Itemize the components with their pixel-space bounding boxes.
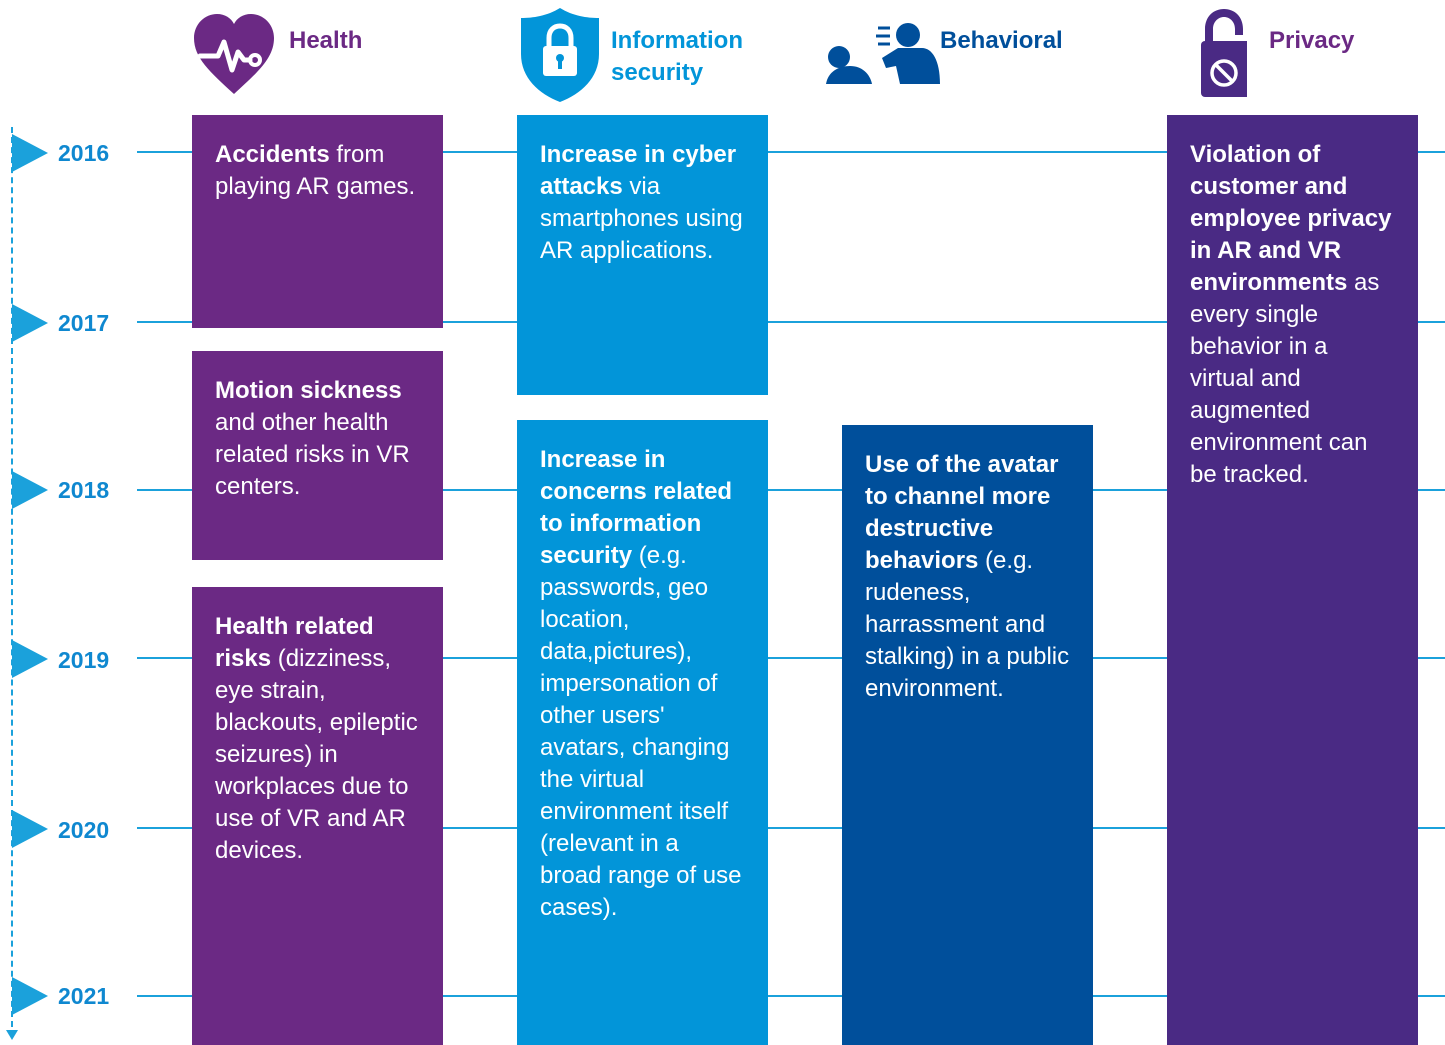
card-highlight: Use of the avatar to channel more destru… [865, 451, 1059, 574]
card-text: (dizziness, eye strain, blackouts, epile… [215, 645, 418, 864]
year-label-2021: 2021 [58, 983, 110, 1009]
card-text: (e.g. passwords, geo location, data,pict… [540, 542, 742, 921]
year-marker-icon [12, 977, 48, 1015]
health-risk-card: Accidents from playing AR games. [192, 115, 443, 328]
card-highlight: Accidents [215, 141, 330, 168]
year-label-2019: 2019 [58, 647, 110, 673]
year-marker-icon [12, 134, 48, 172]
year-line-2019 [137, 657, 1445, 659]
year-line-2018 [137, 489, 1445, 491]
health-risk-card: Health related risks (dizziness, eye str… [192, 587, 443, 1045]
year-marker-icon [12, 304, 48, 342]
card-highlight: Violation of customer and employee priva… [1190, 141, 1392, 296]
timeline-axis [11, 127, 13, 1027]
security-risk-card: Increase in cyber attacks via smartphone… [517, 115, 768, 395]
card-highlight: Health related risks [215, 613, 374, 672]
year-line-2021 [137, 995, 1445, 997]
year-line-2017 [137, 321, 1445, 323]
year-line-2020 [137, 827, 1445, 829]
card-text: and other health related risks in VR cen… [215, 409, 410, 500]
security-risk-card: Increase in concerns related to informat… [517, 420, 768, 1045]
card-text: (e.g. rudeness, harrassment and stalking… [865, 547, 1070, 702]
year-label-2018: 2018 [58, 477, 110, 503]
health-risk-card: Motion sickness and other health related… [192, 351, 443, 560]
year-label-2020: 2020 [58, 817, 110, 843]
timeline-arrow-icon [6, 1030, 18, 1040]
year-label-2017: 2017 [58, 310, 110, 336]
behavioral-risk-card: Use of the avatar to channel more destru… [842, 425, 1093, 1045]
shield-lock-icon [521, 8, 599, 102]
card-highlight: Increase in concerns related to informat… [540, 446, 733, 569]
card-text: via smartphones using AR applications. [540, 173, 743, 264]
year-marker-icon [12, 471, 48, 509]
privacy-risk-card: Violation of customer and employee priva… [1167, 115, 1418, 1045]
year-label-2016: 2016 [58, 140, 110, 166]
card-text: from playing AR games. [215, 141, 416, 200]
people-shouting-icon [826, 23, 940, 84]
card-text: as every single behavior in a virtual an… [1190, 269, 1380, 488]
card-highlight: Increase in cyber attacks [540, 141, 737, 200]
year-marker-icon [12, 640, 48, 678]
category-privacy: Privacy [1269, 27, 1355, 54]
year-line-2016 [137, 151, 1445, 153]
do-not-disturb-hanger-icon [1201, 9, 1247, 97]
card-highlight: Motion sickness [215, 377, 402, 404]
category-behavioral: Behavioral [940, 27, 1063, 54]
year-marker-icon [12, 810, 48, 848]
category-health: Health [289, 27, 363, 54]
category-information-security: Information security [611, 27, 743, 86]
heart-pulse-icon [194, 14, 274, 94]
